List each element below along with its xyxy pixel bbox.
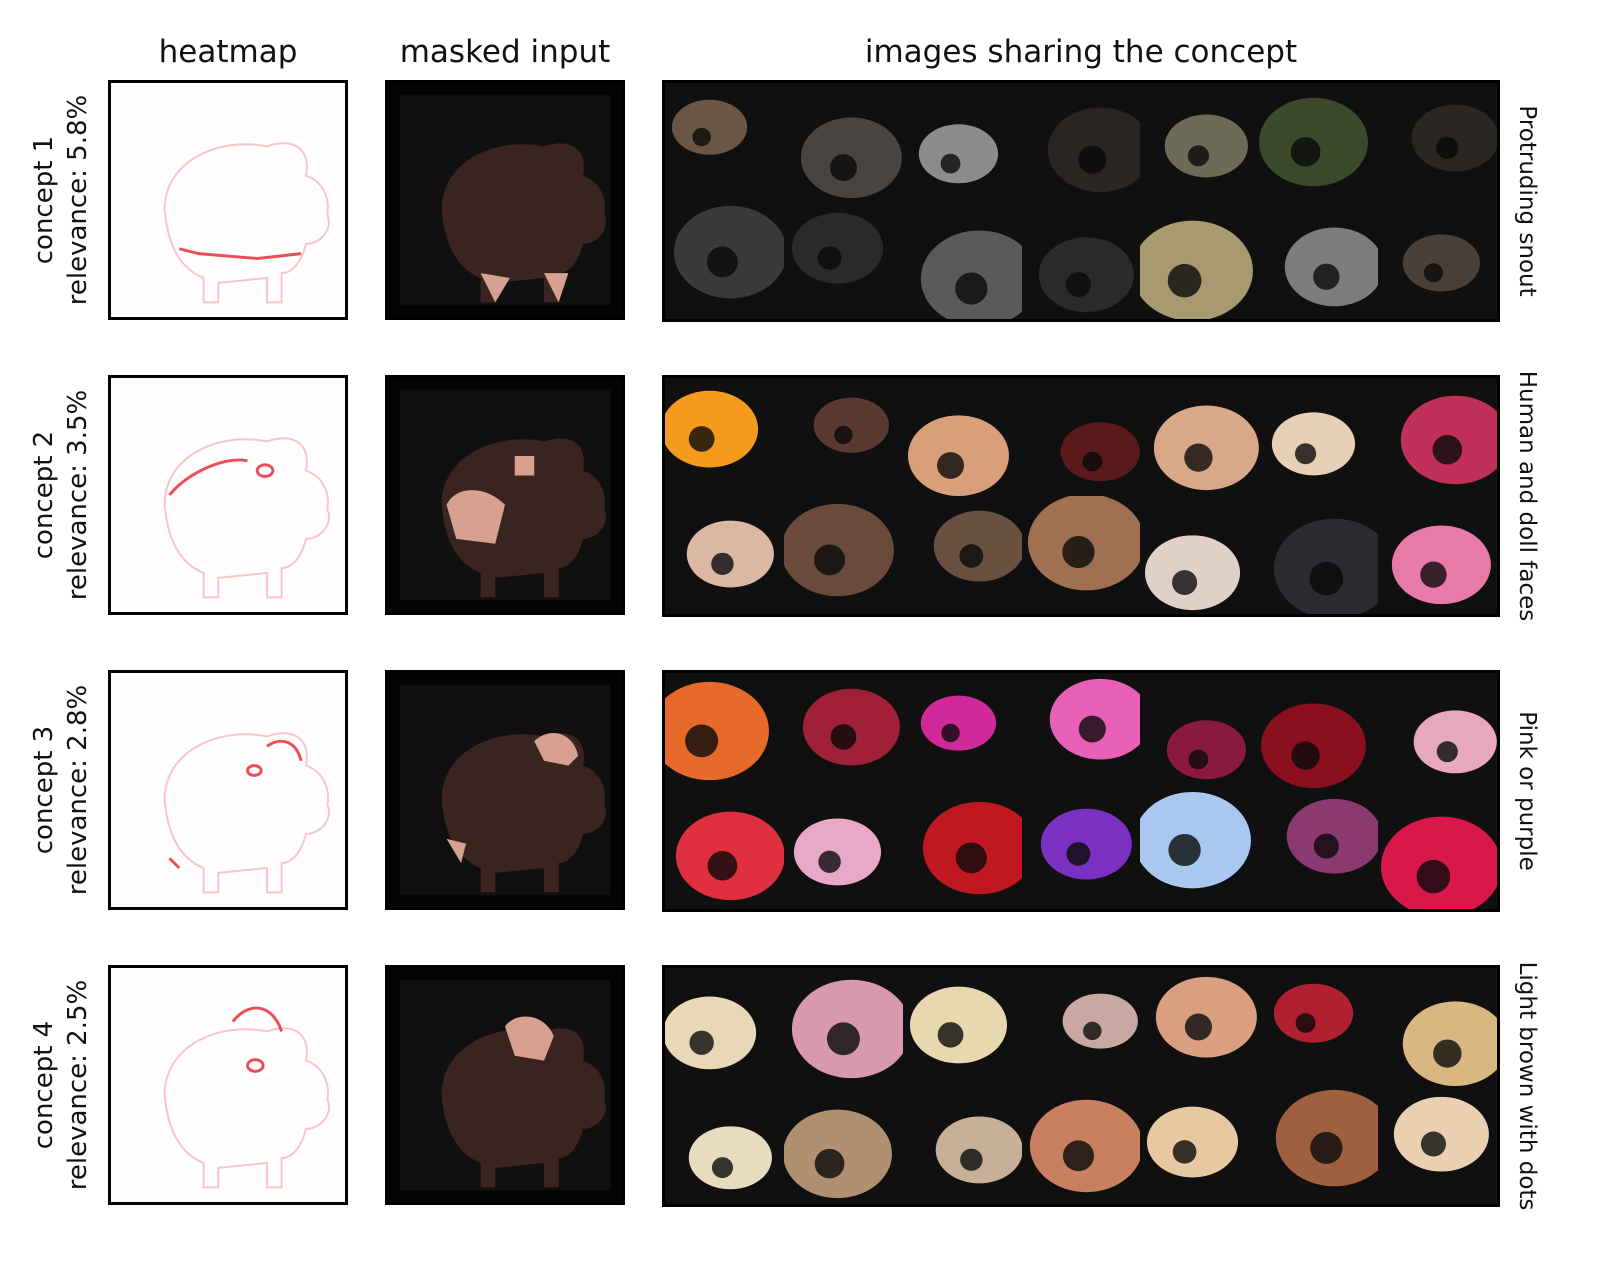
reference-image-tile	[1021, 673, 1141, 791]
reference-image-tile	[1021, 378, 1141, 496]
reference-images-grid	[662, 670, 1500, 912]
reference-image-tile	[1259, 673, 1379, 791]
reference-image-tile	[902, 791, 1022, 909]
reference-image-tile	[1021, 1086, 1141, 1204]
concept-relevance: relevance: 3.5%	[63, 389, 93, 601]
reference-image-tile	[1259, 201, 1379, 319]
reference-image-tile	[1259, 83, 1379, 201]
reference-image-tile	[902, 378, 1022, 496]
reference-image-tile	[1378, 968, 1497, 1086]
reference-images-grid	[662, 965, 1500, 1207]
concept-description: Light brown with dots	[1514, 961, 1540, 1211]
reference-image-tile	[665, 791, 784, 909]
reference-image-tile	[1021, 83, 1141, 201]
concept-relevance: relevance: 5.8%	[63, 94, 93, 306]
reference-image-tile	[665, 201, 784, 319]
heatmap-panel	[108, 965, 348, 1205]
reference-image-tile	[783, 201, 903, 319]
reference-image-tile	[783, 496, 903, 614]
reference-image-tile	[665, 83, 784, 201]
masked-input-panel	[385, 965, 625, 1205]
reference-image-tile	[665, 673, 784, 791]
heatmap-panel	[108, 670, 348, 910]
reference-image-tile	[665, 968, 784, 1086]
reference-image-tile	[1259, 791, 1379, 909]
column-header-heatmap: heatmap	[158, 34, 298, 70]
reference-image-tile	[1378, 791, 1497, 909]
concept-id: concept 1	[29, 135, 59, 265]
concept-id: concept 3	[29, 725, 59, 855]
concept-id: concept 2	[29, 430, 59, 560]
reference-image-tile	[665, 378, 784, 496]
reference-image-tile	[783, 791, 903, 909]
reference-image-tile	[1378, 673, 1497, 791]
reference-images-grid	[662, 80, 1500, 322]
reference-image-tile	[1259, 968, 1379, 1086]
reference-image-tile	[1140, 378, 1260, 496]
reference-image-tile	[1259, 1086, 1379, 1204]
reference-image-tile	[1378, 201, 1497, 319]
masked-input-panel	[385, 670, 625, 910]
reference-image-tile	[783, 673, 903, 791]
masked-pig-image	[399, 94, 611, 306]
masked-pig-image	[399, 684, 611, 896]
masked-input-panel	[385, 375, 625, 615]
column-header-reference-images: images sharing the concept	[864, 34, 1298, 70]
reference-image-tile	[1140, 673, 1260, 791]
reference-image-tile	[1140, 1086, 1260, 1204]
heatmap-panel	[108, 375, 348, 615]
reference-image-tile	[665, 1086, 784, 1204]
heatmap-image	[163, 142, 330, 304]
concept-id: concept 4	[29, 1020, 59, 1150]
reference-image-tile	[783, 1086, 903, 1204]
reference-image-tile	[1140, 968, 1260, 1086]
reference-image-tile	[1378, 378, 1497, 496]
reference-image-tile	[1259, 378, 1379, 496]
reference-image-tile	[1021, 791, 1141, 909]
heatmap-panel	[108, 80, 348, 320]
reference-image-tile	[1378, 83, 1497, 201]
concept-relevance: relevance: 2.8%	[63, 684, 93, 896]
reference-images-grid	[662, 375, 1500, 617]
column-header-masked-input: masked input	[399, 34, 611, 70]
reference-image-tile	[902, 496, 1022, 614]
reference-image-tile	[1140, 83, 1260, 201]
heatmap-image	[163, 1006, 330, 1189]
masked-pig-image	[399, 979, 611, 1191]
concept-description: Human and doll faces	[1514, 370, 1540, 622]
heatmap-image	[163, 437, 330, 599]
reference-image-tile	[902, 83, 1022, 201]
concept-description: Protruding snout	[1514, 105, 1540, 297]
concept-relevance: relevance: 2.5%	[63, 979, 93, 1191]
reference-image-tile	[783, 83, 903, 201]
reference-image-tile	[1378, 1086, 1497, 1204]
masked-input-panel	[385, 80, 625, 320]
reference-image-tile	[902, 201, 1022, 319]
reference-image-tile	[665, 496, 784, 614]
heatmap-image	[163, 732, 330, 894]
reference-image-tile	[902, 968, 1022, 1086]
reference-image-tile	[1021, 201, 1141, 319]
reference-image-tile	[1378, 496, 1497, 614]
concept-description: Pink or purple	[1514, 711, 1540, 871]
reference-image-tile	[1021, 968, 1141, 1086]
reference-image-tile	[1140, 201, 1260, 319]
reference-image-tile	[902, 1086, 1022, 1204]
reference-image-tile	[783, 968, 903, 1086]
reference-image-tile	[1259, 496, 1379, 614]
reference-image-tile	[1021, 496, 1141, 614]
reference-image-tile	[783, 378, 903, 496]
masked-pig-image	[399, 389, 611, 601]
reference-image-tile	[902, 673, 1022, 791]
reference-image-tile	[1140, 496, 1260, 614]
reference-image-tile	[1140, 791, 1260, 909]
